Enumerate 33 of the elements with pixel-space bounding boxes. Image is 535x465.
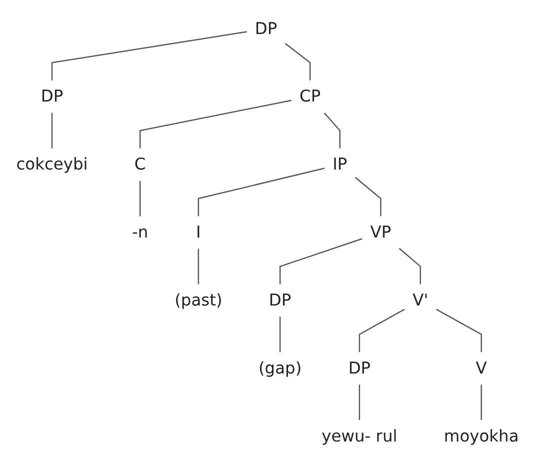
connector [51,31,247,80]
connector [358,384,360,420]
connector [436,308,482,352]
node-text: yewu- rul [322,426,398,446]
node-text: DP [348,358,371,378]
connector [480,384,482,420]
connector [354,176,382,216]
node-text: -n [132,222,148,242]
node-text: C [134,154,146,174]
node-text: cokceybi [16,154,88,174]
node-text: V [476,358,487,378]
connector [198,168,325,216]
connector [398,248,421,284]
node-text: DP [268,290,292,310]
node-text: VP [370,222,392,242]
node-text: (past) [174,290,222,310]
node-text: IP [332,154,348,174]
node-text: DP [254,18,278,38]
connector [324,112,340,148]
connector [198,248,200,284]
connector [279,238,362,284]
connector [139,180,141,216]
connector [279,316,281,352]
node-text: I [196,222,201,242]
node-text: V' [412,290,428,310]
connector [139,100,292,148]
connector [284,43,311,80]
node-text: CP [300,86,321,106]
node-text: (gap) [258,358,302,378]
node-text: moyokha [444,426,519,446]
connector [358,308,405,352]
connector [51,112,53,148]
node-text: DP [40,86,64,106]
